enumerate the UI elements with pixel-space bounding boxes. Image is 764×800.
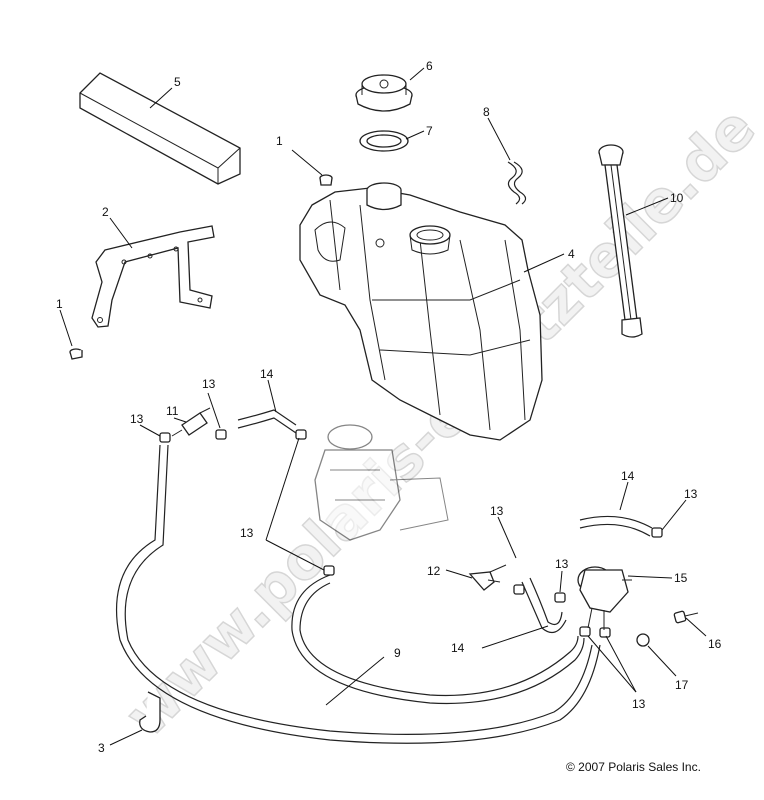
callout-8: 8 [483,105,490,119]
callout-13-d: 13 [490,504,504,518]
part-15-fuel-pump [577,566,632,630]
part-16-bolt [673,610,699,624]
callout-14-c: 14 [451,641,465,655]
callout-2: 2 [102,205,109,219]
part-10-fuel-gauge [598,144,643,338]
part-9-fuel-line [115,444,601,744]
callout-14-b: 14 [621,469,635,483]
callout-16: 16 [708,637,722,651]
part-7-gasket [359,130,409,152]
callout-3: 3 [98,741,105,755]
callout-1-lower: 1 [56,297,63,311]
part-14-hoses [237,409,653,634]
callout-labels: 1 1 2 3 4 5 6 7 8 9 10 11 12 13 13 13 13… [56,59,722,755]
part-4-fuel-tank [299,182,543,441]
callout-10: 10 [670,191,684,205]
part-12-tee-fitting [468,564,507,591]
callout-5: 5 [174,75,181,89]
callout-13-f: 13 [684,487,698,501]
part-3-clip [139,691,161,733]
part-6-fuel-cap [355,74,413,112]
callout-11: 11 [166,404,179,418]
callout-13-e: 13 [555,557,569,571]
part-2-bracket [91,225,215,328]
callout-13-b: 13 [130,412,144,426]
leader-lines [59,67,707,746]
part-17-nut [636,633,650,647]
carburetor-reference [314,424,449,541]
callout-6: 6 [426,59,433,73]
part-13-clamps [159,429,663,638]
callout-9: 9 [394,646,401,660]
part-1-screw-upper [319,174,333,186]
callout-15: 15 [674,571,688,585]
callout-4: 4 [568,247,575,261]
callout-12: 12 [427,564,441,578]
callout-7: 7 [426,124,433,138]
part-5-foam-block [79,72,241,185]
callout-14-a: 14 [260,367,274,381]
callout-1-upper: 1 [276,134,283,148]
callout-13-g: 13 [632,697,646,711]
watermark: www.polaris-ersatzteile.de [112,94,764,750]
part-1-screw-lower [69,348,83,360]
copyright-notice: © 2007 Polaris Sales Inc. [566,760,701,774]
callout-17: 17 [675,678,689,692]
callout-13-a: 13 [202,377,216,391]
part-8-vent-hose [507,161,527,205]
part-11-fuel-filter [171,407,211,437]
callout-13-c: 13 [240,526,254,540]
